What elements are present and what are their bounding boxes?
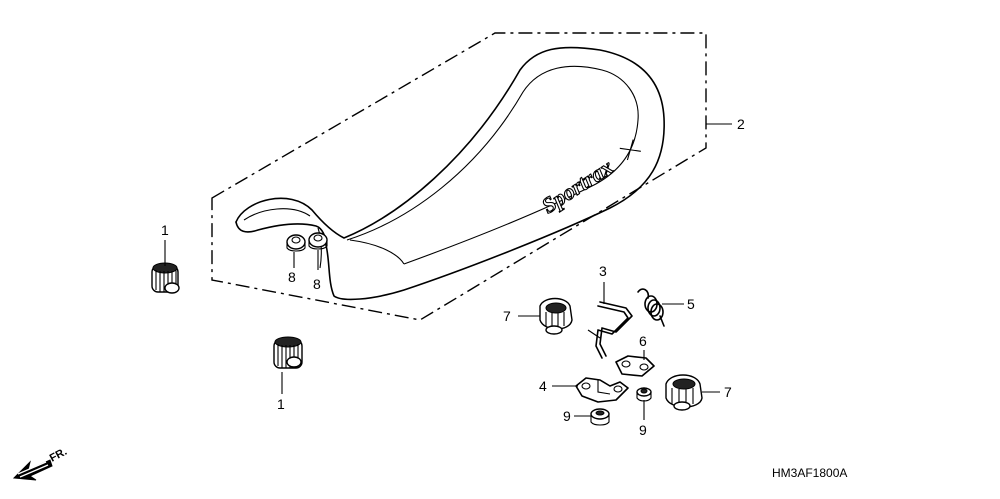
callout-stay-right: 6 — [639, 333, 647, 349]
callout-seat: 2 — [737, 116, 745, 132]
grommet-right — [665, 374, 703, 411]
seat-nut-a — [286, 234, 306, 252]
seat-nut-b — [308, 232, 328, 250]
callout-nut-seat-a: 8 — [288, 269, 296, 285]
stay-left — [575, 377, 629, 403]
callout-nut-seat-b: 8 — [313, 276, 321, 292]
callout-grommet-right: 7 — [724, 384, 732, 400]
direction-label: FR. — [48, 446, 69, 465]
nut-bottom-b — [636, 387, 652, 402]
callout-spring: 5 — [687, 296, 695, 312]
figure-code: HM3AF1800A — [772, 466, 847, 480]
assembly-boundary — [211, 32, 707, 321]
callout-grommet-left: 1 — [161, 222, 169, 238]
front-direction-arrow-icon — [12, 459, 53, 481]
grommet-left — [151, 262, 180, 294]
callout-stay-left: 4 — [539, 378, 547, 394]
nut-bottom-a — [590, 408, 610, 426]
grommet-mid — [539, 297, 573, 335]
callout-rod: 3 — [599, 263, 607, 279]
stay-right — [615, 355, 655, 377]
callout-nut-bottom-a: 9 — [563, 408, 571, 424]
callout-nut-bottom-b: 9 — [639, 422, 647, 438]
seat-assembly: Sportrax — [235, 46, 665, 301]
spring — [637, 288, 665, 327]
callout-grommet-bottom: 1 — [277, 396, 285, 412]
callout-grommet-mid: 7 — [503, 308, 511, 324]
seat-lock-rod — [587, 301, 633, 359]
seat-logo: Sportrax — [537, 154, 617, 218]
grommet-bottom — [273, 336, 303, 369]
